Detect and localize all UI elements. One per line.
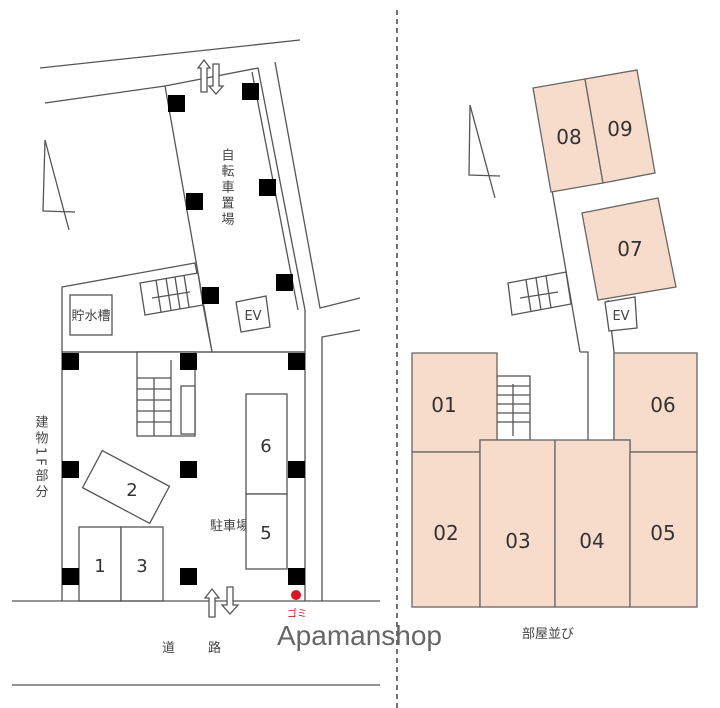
corridor-wall xyxy=(580,351,589,440)
neighbor-boundary xyxy=(274,61,361,309)
parking-number-1: 1 xyxy=(94,556,105,577)
parking-number-3: 3 xyxy=(136,556,147,577)
entrance-arrows-icon xyxy=(196,58,225,95)
elevator-label: EV xyxy=(244,309,261,324)
road-label-1: 道 xyxy=(162,641,175,656)
parking-space-3 xyxy=(120,526,164,602)
watermark-logo: Apamanshop xyxy=(277,620,442,651)
garbage-point-marker xyxy=(291,590,301,600)
room-05 xyxy=(629,451,698,608)
parking-lot-label: 駐車場 xyxy=(210,519,249,534)
bicycle-parking-label: 自転車置場 xyxy=(219,148,235,228)
floor-plan-caption: 部屋並び xyxy=(522,627,574,642)
mailbox xyxy=(180,385,196,435)
parking-space-5 xyxy=(245,493,288,570)
water-tank-label: 貯水槽 xyxy=(71,309,110,324)
room-04-label: 04 xyxy=(579,529,604,553)
site-plan: 自転車置場 貯水槽 EV 建物1F部分 駐車場 1 2 3 xyxy=(12,39,380,686)
room-03 xyxy=(479,439,556,608)
north-arrow-icon-part xyxy=(42,139,76,213)
corridor-wall xyxy=(551,189,581,353)
structural-columns xyxy=(62,83,305,585)
room-01-label: 01 xyxy=(431,393,456,417)
room-02 xyxy=(411,451,481,608)
room-04 xyxy=(554,439,631,608)
water-tank xyxy=(69,294,113,336)
stairs-icon xyxy=(137,360,172,436)
room-06-label: 06 xyxy=(650,393,675,417)
road-line-top-2 xyxy=(44,85,166,104)
floor-plan: 08 09 07 EV 01 02 03 04 05 06 部屋並び xyxy=(411,69,698,642)
neighbor-boundary-lower xyxy=(321,329,361,601)
north-arrow-icon-part xyxy=(468,104,501,177)
room-07-label: 07 xyxy=(617,237,642,261)
road-label-2: 路 xyxy=(208,640,221,656)
room-05-label: 05 xyxy=(650,521,675,545)
room-09-label: 09 xyxy=(607,117,632,141)
stairs-icon xyxy=(139,272,204,316)
road-line-top xyxy=(39,39,301,69)
elevator-label: EV xyxy=(612,309,629,324)
room-02-label: 02 xyxy=(433,521,458,545)
building-1f-label: 建物1F部分 xyxy=(33,415,49,501)
elevator xyxy=(235,295,271,333)
parking-space-2 xyxy=(81,449,171,525)
room-03-label: 03 xyxy=(505,529,530,553)
room-09 xyxy=(584,69,656,184)
north-arrow-icon xyxy=(44,139,70,231)
north-arrow-icon xyxy=(469,104,496,199)
elevator xyxy=(604,296,638,332)
parking-entrance-arrows-icon xyxy=(203,586,240,618)
garbage-label: ゴミ xyxy=(287,607,307,620)
stairs-icon xyxy=(497,384,530,436)
parking-number-2: 2 xyxy=(126,480,137,501)
parking-number-5: 5 xyxy=(260,523,271,544)
stairs-icon xyxy=(507,271,572,316)
room-08-label: 08 xyxy=(556,125,581,149)
parking-number-6: 6 xyxy=(260,436,271,457)
room-07 xyxy=(581,197,677,301)
